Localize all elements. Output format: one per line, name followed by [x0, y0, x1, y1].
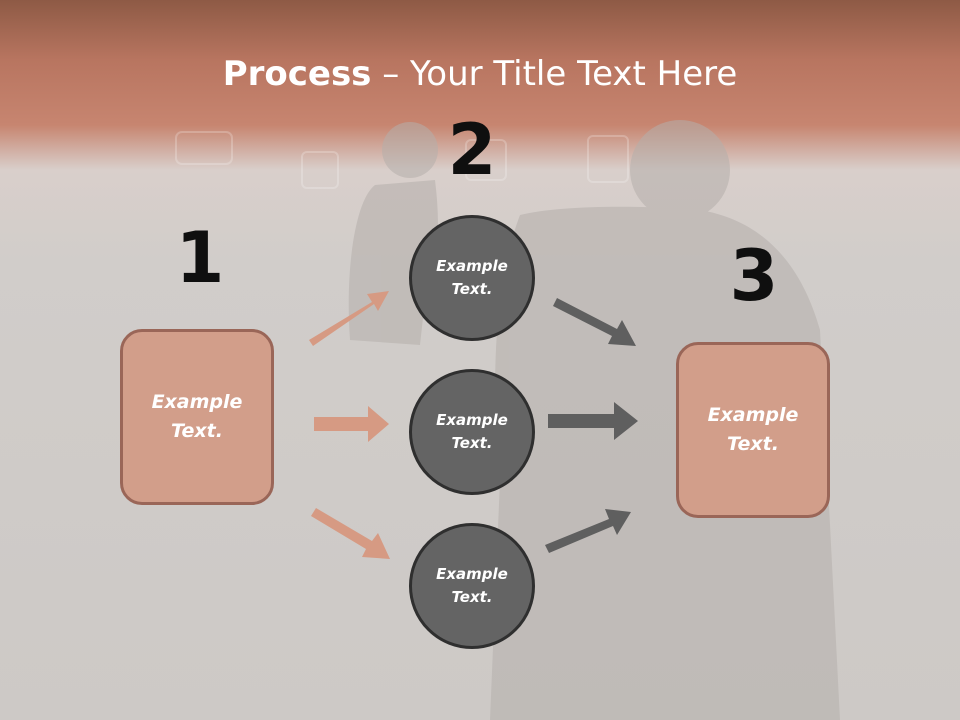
step-number-2: 2	[447, 109, 497, 191]
title-bold: Process	[222, 54, 372, 94]
title-rest: – Your Title Text Here	[371, 54, 738, 94]
circle-node-bottom: Example Text.	[409, 523, 535, 649]
step-number-1: 1	[175, 217, 225, 299]
left-process-box: Example Text.	[120, 329, 274, 505]
slide-title: Process – Your Title Text Here	[0, 52, 960, 96]
arrow-right-bottom	[545, 509, 631, 553]
circle-node-middle: Example Text.	[409, 369, 535, 495]
arrow-left-middle	[314, 406, 389, 442]
step-number-3: 3	[729, 235, 779, 317]
arrow-right-middle	[548, 402, 638, 440]
circle-node-top: Example Text.	[409, 215, 535, 341]
arrow-right-top	[553, 298, 636, 346]
arrow-left-bottom	[311, 508, 390, 559]
right-process-box: Example Text.	[676, 342, 830, 518]
arrow-left-top	[309, 291, 389, 346]
